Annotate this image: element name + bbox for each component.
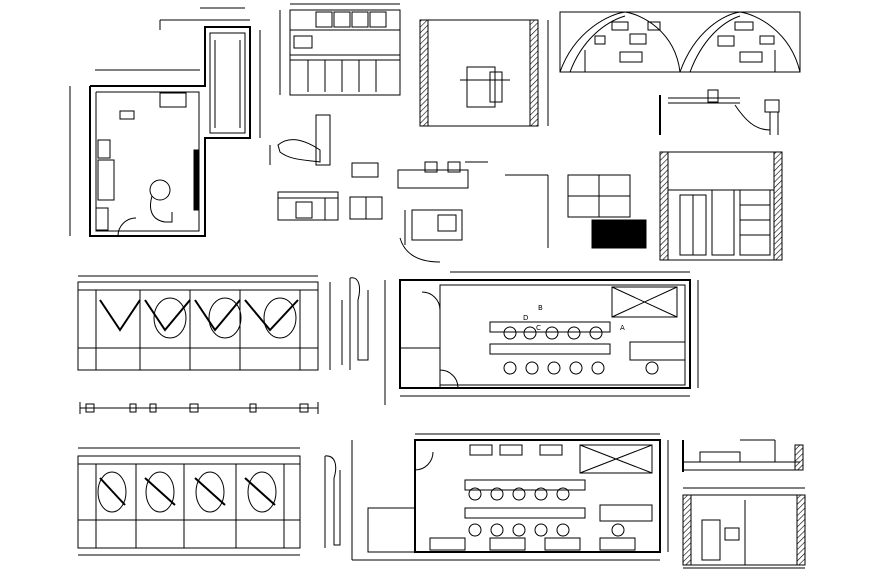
room-section-right <box>659 151 783 261</box>
corner-lines <box>505 174 549 248</box>
small-cabinet-elevation-b <box>349 162 383 220</box>
marker-b-mid: B <box>538 304 543 312</box>
floor-plan-l-shaped <box>69 7 261 237</box>
vertical-profile-mid <box>341 277 369 370</box>
dimension-strip <box>79 402 319 414</box>
curved-counter-plan <box>269 114 331 166</box>
long-display-elevation-bottom <box>77 447 301 556</box>
vertical-profile-bottom <box>324 455 341 548</box>
salon-floor-plan-mid <box>384 271 699 405</box>
arched-facade-elevation <box>559 11 801 73</box>
vanity-sections <box>397 161 488 263</box>
small-cabinet-elevation-a <box>277 191 339 221</box>
counter-detail-bottom <box>682 439 804 472</box>
marker-a-mid: A <box>620 324 625 332</box>
wall-section-hatched <box>419 19 549 127</box>
salon-floor-plan-bottom <box>351 433 669 561</box>
marker-d-mid: D <box>523 314 528 322</box>
cabinet-elevation-top <box>279 3 401 96</box>
room-section-bottom-right <box>682 487 806 569</box>
counter-detail-section <box>659 89 780 135</box>
long-display-elevation-mid <box>77 275 331 371</box>
window-and-desk-elevation <box>567 174 647 249</box>
marker-c-mid: C <box>536 324 541 332</box>
